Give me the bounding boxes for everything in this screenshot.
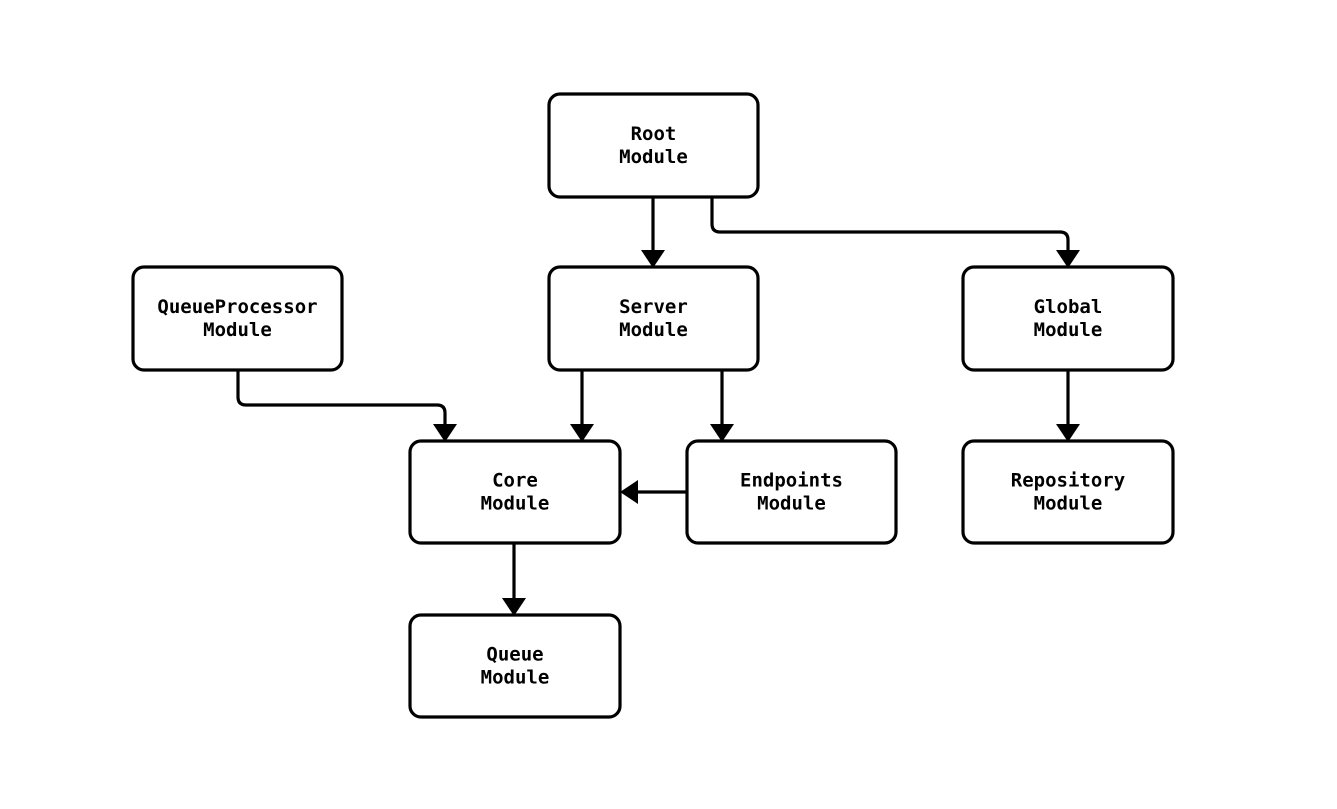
node-queue-box[interactable] — [408, 613, 622, 719]
arrowheads-layer — [433, 250, 1080, 616]
arrow-queueprocessor-to-core-icon — [433, 424, 457, 442]
arrow-root-to-server-icon — [641, 250, 665, 268]
node-repository-label-line2: Module — [1034, 493, 1103, 515]
node-root-label-line1: Root — [631, 123, 677, 145]
arrow-global-to-repository-icon — [1056, 424, 1080, 442]
arrow-server-to-core-icon — [570, 424, 594, 442]
node-root-label-line2: Module — [619, 146, 688, 168]
node-endpoints-label-line1: Endpoints — [740, 470, 843, 492]
node-root-box[interactable] — [547, 92, 760, 199]
node-endpoints-box[interactable] — [685, 439, 898, 545]
node-server-label-line2: Module — [619, 319, 688, 341]
node-global-box[interactable] — [961, 265, 1175, 372]
node-endpoints-label-line2: Module — [757, 493, 826, 515]
nodes-layer: RootModuleQueueProcessorModuleServerModu… — [131, 92, 1175, 719]
node-global-label-line1: Global — [1034, 296, 1103, 318]
node-queue-label-line2: Module — [481, 667, 550, 689]
node-server-box[interactable] — [547, 265, 760, 372]
arrow-endpoints-to-core-icon — [620, 480, 638, 504]
edge-queueprocessor-to-core — [236, 370, 447, 424]
node-repository-label-line1: Repository — [1011, 470, 1125, 492]
arrow-root-to-global-icon — [1056, 250, 1080, 268]
node-queueprocessor-label-line1: QueueProcessor — [157, 296, 317, 318]
node-server-label-line1: Server — [619, 296, 688, 318]
node-core-label-line2: Module — [481, 493, 550, 515]
node-queueprocessor-box[interactable] — [131, 265, 344, 372]
node-queueprocessor-label-line2: Module — [203, 319, 272, 341]
node-repository-box[interactable] — [961, 439, 1175, 545]
node-core-box[interactable] — [408, 439, 622, 545]
arrow-core-to-queue-icon — [502, 598, 526, 616]
node-global-label-line2: Module — [1034, 319, 1103, 341]
edge-root-to-global — [710, 197, 1070, 250]
node-queue-label-line1: Queue — [486, 644, 543, 666]
node-core-label-line1: Core — [492, 470, 538, 492]
arrow-server-to-endpoints-icon — [710, 424, 734, 442]
edges-layer — [236, 197, 1070, 598]
